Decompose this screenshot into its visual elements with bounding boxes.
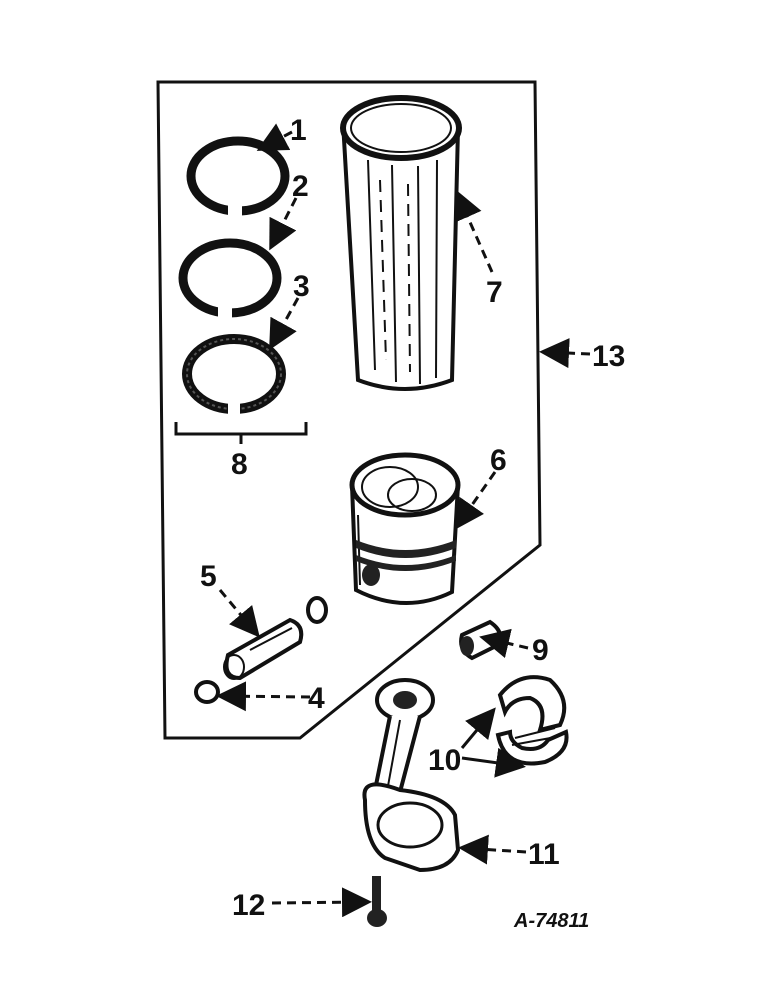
drawing-code: A-74811: [513, 910, 589, 932]
leader-10b: [461, 747, 526, 778]
callout-2: 2: [292, 170, 309, 203]
rod-bearing-shells: [495, 675, 569, 766]
rod-bolt: [367, 876, 387, 927]
leader-7: [453, 189, 494, 273]
callout-9: 9: [532, 634, 549, 667]
callout-3: 3: [293, 270, 310, 303]
kit-outline: [156, 80, 542, 740]
piston: [349, 452, 461, 605]
callout-7: 7: [486, 276, 503, 309]
callout-12: 12: [232, 889, 265, 922]
piston-ring-2: [178, 238, 282, 320]
callout-4: 4: [308, 682, 325, 715]
leader-1: [256, 123, 293, 151]
leader-10a: [460, 707, 496, 749]
leader-9: [479, 628, 529, 659]
leader-11: [458, 834, 527, 865]
leader-2: [269, 197, 298, 251]
piston-ring-1: [186, 136, 290, 218]
ring-set-bracket: [174, 422, 308, 444]
callout-8: 8: [231, 448, 248, 481]
leader-6: [454, 471, 497, 530]
callout-5: 5: [200, 560, 217, 593]
piston-ring-3: [182, 334, 286, 418]
leader-5: [218, 589, 260, 638]
leader-4: [216, 681, 311, 712]
connecting-rod: [362, 678, 461, 873]
piston-pin: [223, 617, 304, 681]
callout-1: 1: [290, 114, 307, 147]
leader-3: [269, 297, 300, 351]
callout-11: 11: [528, 838, 560, 871]
pin-retainer-upper: [306, 596, 328, 624]
callout-10: 10: [428, 744, 461, 777]
callout-13: 13: [592, 340, 625, 373]
cylinder-sleeve: [340, 95, 462, 391]
leader-13: [539, 338, 591, 369]
callout-6: 6: [490, 444, 507, 477]
pin-retainer-lower: [194, 680, 220, 704]
leader-12: [271, 887, 372, 918]
